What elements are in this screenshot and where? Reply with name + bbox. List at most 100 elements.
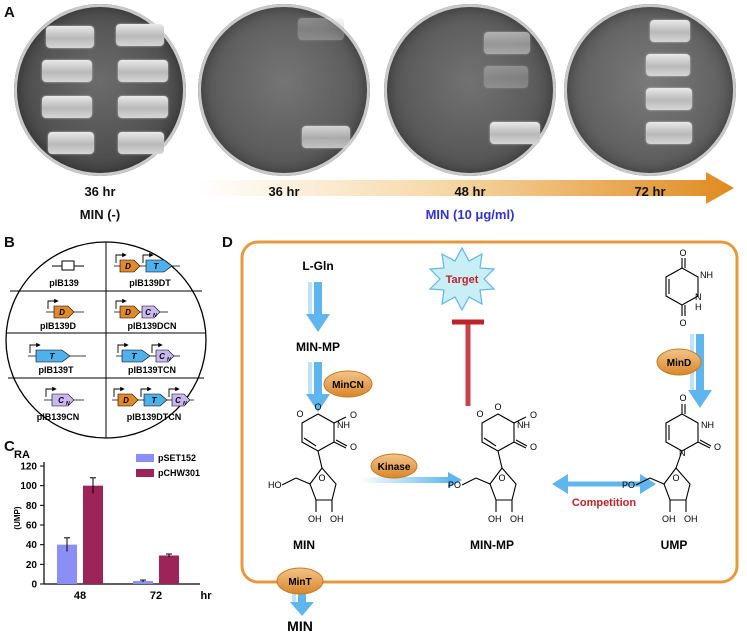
svg-text:N: N <box>167 357 171 363</box>
chart-xunit: hr <box>201 590 213 602</box>
min-label: MIN <box>293 538 315 552</box>
bar-pSET152-48 <box>57 544 77 584</box>
svg-text:O: O <box>494 402 501 412</box>
svg-text:OH: OH <box>684 514 698 524</box>
svg-text:O: O <box>679 393 686 403</box>
y-tick-label: 80 <box>26 501 38 512</box>
svg-text:D: D <box>125 308 131 317</box>
y-tick-label: 120 <box>20 462 37 473</box>
svg-text:PO: PO <box>448 480 461 490</box>
svg-text:OH: OH <box>308 514 322 524</box>
minmp-structure <box>461 413 528 512</box>
y-tick-label: 40 <box>26 540 38 551</box>
svg-text:MinCN: MinCN <box>332 380 364 391</box>
plate-min-36hr <box>198 4 370 176</box>
plate-control-36hr <box>14 4 186 176</box>
chart-ylabel-unit: (UMP) <box>13 506 22 529</box>
target-label: Target <box>446 274 479 286</box>
construct-plate-diagram: pIB139 D T pIB139DT D pIB139D D C N pIB1… <box>5 241 207 439</box>
svg-text:O: O <box>318 473 325 483</box>
time-gradient-arrow <box>198 172 734 204</box>
svg-text:N: N <box>679 448 686 458</box>
construct-pIB139T: pIB139T <box>38 365 74 375</box>
svg-text:NH: NH <box>517 420 530 430</box>
biosynthesis-pathway-diagram: L-Gln MIN-MP MinCN Target O NH O N H Min… <box>240 240 739 634</box>
mincn-enzyme-badge <box>323 370 373 398</box>
time-label-48hr: 48 hr <box>454 184 486 199</box>
construct-pIB139DCN: pIB139DCN <box>127 321 176 331</box>
svg-text:O: O <box>530 442 537 452</box>
svg-text:H: H <box>695 302 702 312</box>
min-export-label: MIN <box>287 618 313 634</box>
min-structure <box>281 413 348 512</box>
svg-text:OH: OH <box>330 514 344 524</box>
svg-text:O: O <box>530 410 537 420</box>
treatment-condition-label: MIN (10 μg/ml) <box>425 207 515 222</box>
svg-text:C: C <box>58 396 64 405</box>
svg-text:MinD: MinD <box>667 358 691 369</box>
construct-pIB139DTCN: pIB139DTCN <box>127 412 182 422</box>
kinase-enzyme-badge <box>370 453 418 479</box>
panel-b-letter: B <box>4 234 15 251</box>
plate-min-48hr <box>384 4 556 176</box>
svg-text:N: N <box>695 292 702 302</box>
svg-text:D: D <box>123 396 129 405</box>
svg-text:PO: PO <box>622 480 635 490</box>
svg-text:MinT: MinT <box>288 577 311 588</box>
legend-label-pSET152: pSET152 <box>158 453 196 463</box>
construct-pIB139: pIB139 <box>49 278 79 288</box>
svg-text:O: O <box>679 318 686 328</box>
ump-structure <box>635 404 712 512</box>
svg-text:NH: NH <box>337 420 350 430</box>
svg-text:Kinase: Kinase <box>378 462 411 473</box>
svg-text:OH: OH <box>488 514 502 524</box>
bar-pSET152-72 <box>133 581 153 584</box>
construct-pIB139TCN: pIB139TCN <box>128 365 176 375</box>
svg-text:N: N <box>183 401 187 407</box>
ump-label: UMP <box>661 538 688 552</box>
construct-pIB139CN: pIB139CN <box>37 412 80 422</box>
svg-text:O: O <box>672 473 679 483</box>
svg-text:T: T <box>132 352 138 361</box>
svg-text:OH: OH <box>510 514 524 524</box>
svg-text:D: D <box>59 308 65 317</box>
legend-label-pCHW301: pCHW301 <box>158 468 200 478</box>
svg-text:O: O <box>350 410 357 420</box>
construct-pIB139DT: pIB139DT <box>129 278 171 288</box>
svg-text:O: O <box>714 442 721 452</box>
bar-pCHW301-72 <box>159 555 179 584</box>
svg-text:NH: NH <box>701 420 714 430</box>
panel-c-letter: C <box>4 438 15 455</box>
y-tick-label: 60 <box>26 521 38 532</box>
x-tick-label: 48 <box>74 590 86 602</box>
svg-text:T: T <box>152 396 158 405</box>
legend-swatch-pCHW301 <box>136 469 154 477</box>
svg-text:HO: HO <box>268 480 282 490</box>
chart-ylabel: RA <box>14 449 30 461</box>
panel-a-letter: A <box>4 4 15 21</box>
competition-label: Competition <box>572 497 636 509</box>
svg-text:C: C <box>175 396 181 405</box>
mint-enzyme-badge <box>276 567 324 595</box>
construct-pIB139D: pIB139D <box>40 321 77 331</box>
uracil-structure <box>665 258 699 316</box>
minmp-intermediate-label: MIN-MP <box>296 340 340 354</box>
x-tick-label: 72 <box>150 590 162 602</box>
svg-text:O: O <box>498 473 505 483</box>
control-condition-label: MIN (-) <box>79 207 121 222</box>
svg-text:T: T <box>154 262 160 271</box>
svg-text:NH: NH <box>700 270 713 280</box>
svg-text:T: T <box>50 352 56 361</box>
svg-text:C: C <box>145 308 151 317</box>
mind-enzyme-badge <box>656 348 702 376</box>
svg-text:C: C <box>159 352 165 361</box>
svg-text:OH: OH <box>662 514 676 524</box>
svg-text:O: O <box>296 409 303 419</box>
target-star <box>428 246 496 312</box>
minmp-label: MIN-MP <box>470 538 514 552</box>
y-tick-label: 20 <box>26 560 38 571</box>
legend-swatch-pSET152 <box>136 454 154 462</box>
time-label-72hr: 72 hr <box>634 184 666 199</box>
svg-text:O: O <box>314 402 321 412</box>
time-label-control: 36 hr <box>84 184 116 199</box>
